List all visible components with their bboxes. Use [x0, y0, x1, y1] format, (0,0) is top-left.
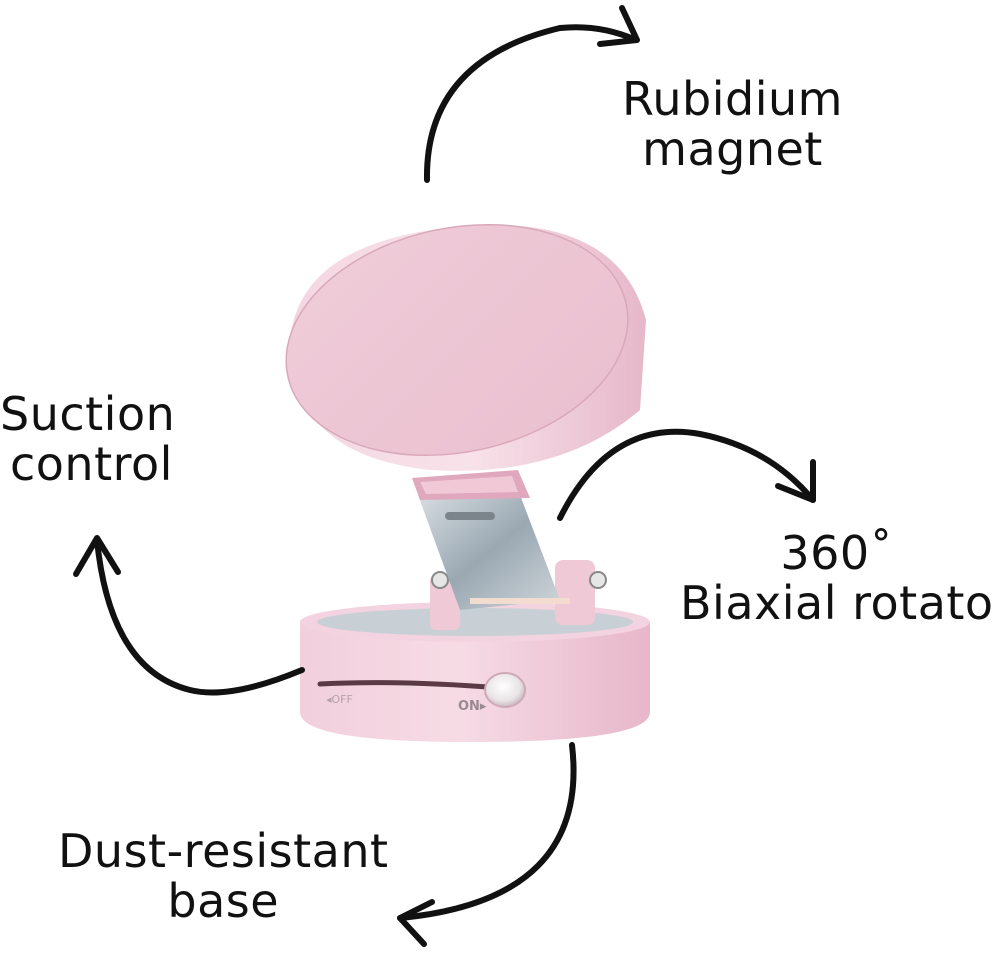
feature-label-line: Dust-resistant	[58, 824, 389, 878]
feature-label-base: Dust-resistant base	[58, 826, 389, 926]
hinge-arm	[412, 470, 607, 630]
arrow-to-rotation	[557, 428, 816, 521]
arrow-to-magnet	[423, 5, 640, 183]
switch-on-label: ON▸	[458, 699, 487, 714]
feature-label-line: Rubidium	[622, 72, 843, 126]
magnet-head	[285, 223, 646, 471]
arrow-to-suction	[73, 535, 305, 696]
feature-label-line: control	[10, 437, 173, 491]
feature-label-line: 360˚	[780, 526, 894, 580]
feature-label-rotation: 360˚ Biaxial rotato	[680, 528, 994, 628]
feature-label-line: base	[167, 874, 280, 928]
feature-label-line: Biaxial rotato	[680, 576, 994, 630]
feature-label-suction: Suction control	[0, 389, 175, 489]
switch-knob	[484, 672, 526, 708]
switch-off-label: ◂OFF	[326, 693, 353, 706]
feature-label-line: Suction	[0, 387, 176, 441]
feature-label-line: magnet	[642, 122, 823, 176]
feature-label-magnet: Rubidium magnet	[622, 74, 843, 174]
arrow-to-base	[397, 742, 577, 947]
base: ◂OFF ON▸	[300, 602, 650, 742]
switch-slot	[317, 680, 503, 691]
